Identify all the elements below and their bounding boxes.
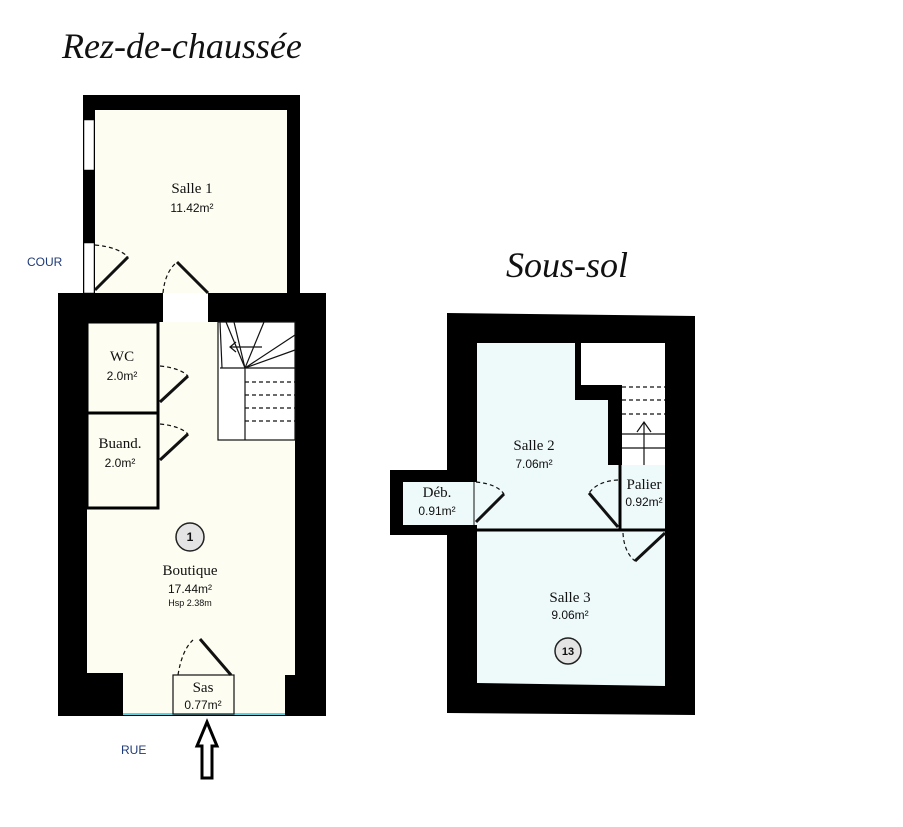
room-area: 0.91m² <box>418 504 455 518</box>
door-salle3 <box>633 531 667 563</box>
wall-corner-left <box>58 673 123 716</box>
palier-room <box>622 465 665 530</box>
sas-room <box>172 674 235 715</box>
door-swing <box>159 423 189 435</box>
room-area: 2.0m² <box>107 369 138 383</box>
room-name: Déb. <box>423 485 452 501</box>
door-swing <box>162 261 178 294</box>
room-name: Sas <box>193 680 214 696</box>
salle1-floor <box>95 110 287 298</box>
room-area: 2.0m² <box>105 456 136 470</box>
door-deb <box>474 492 506 524</box>
buanderie-room <box>85 411 160 510</box>
room-area: 9.06m² <box>551 608 588 622</box>
door-swing <box>475 481 505 495</box>
door-swing <box>94 244 129 258</box>
room-name: Salle 1 <box>171 181 212 197</box>
door-swing <box>159 365 189 377</box>
room-area: 7.06m² <box>515 457 552 471</box>
room-area: 11.42m² <box>170 201 213 215</box>
room-number-badge <box>175 522 205 552</box>
room-name: Buand. <box>99 436 142 452</box>
room-area: 17.44m² <box>168 582 212 596</box>
door-entrance <box>198 638 233 676</box>
entrance-arrow-icon <box>194 718 220 780</box>
void <box>580 343 665 385</box>
basement-title: Sous-sol <box>506 245 628 285</box>
door-swing <box>588 479 619 494</box>
staircase <box>622 385 665 465</box>
window <box>83 119 95 171</box>
room-area: 0.77m² <box>184 698 221 712</box>
room-number-badge <box>554 637 582 665</box>
rue-label: RUE <box>121 743 146 757</box>
door-buanderie <box>158 432 190 462</box>
staircase <box>217 321 296 441</box>
room-number: 13 <box>562 646 574 658</box>
wall-corner-right <box>285 675 326 716</box>
cour-door-opening <box>83 242 95 294</box>
door-cour <box>93 255 130 292</box>
door-swing <box>622 532 636 562</box>
room-name: Salle 2 <box>513 438 554 454</box>
room-name: Palier <box>627 477 662 493</box>
basement-plan: Salle 2 7.06m² Déb. 0.91m² Palier 0.92m²… <box>390 313 695 715</box>
deb-floor <box>403 482 477 525</box>
cour-label: COUR <box>27 255 63 269</box>
door-swing <box>177 639 194 676</box>
ground-floor-title: Rez-de-chaussée <box>61 26 302 66</box>
stair-wall <box>575 343 622 465</box>
room-name: WC <box>110 349 134 365</box>
room-area: 0.92m² <box>625 495 662 509</box>
door-salle1 <box>175 260 210 295</box>
room-number: 1 <box>187 530 194 544</box>
room-name: Boutique <box>163 563 218 579</box>
ground-floor-plan: COUR RUE Salle 1 11.42m² WC 2.0m² Buand.… <box>27 95 326 780</box>
passage-opening <box>163 293 208 322</box>
door-wc <box>158 374 190 404</box>
room-name: Salle 3 <box>549 590 590 606</box>
wc-room <box>85 320 160 415</box>
ceiling-height: Hsp 2.38m <box>168 598 212 608</box>
door-palier <box>587 492 620 528</box>
